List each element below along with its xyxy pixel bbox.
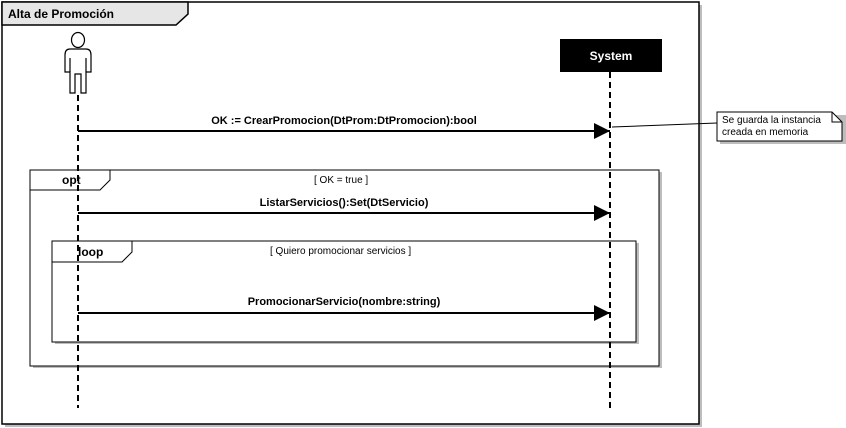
note-line-1: Se guarda la instancia bbox=[722, 115, 821, 126]
note: Se guarda la instancia creada en memoria bbox=[611, 111, 846, 144]
opt-operator: opt bbox=[62, 173, 81, 187]
actor-icon bbox=[64, 31, 92, 94]
loop-operator: loop bbox=[78, 245, 103, 259]
loop-guard: [ Quiero promocionar servicios ] bbox=[270, 246, 411, 257]
note-connector bbox=[611, 122, 718, 128]
message-1: OK := CrearPromocion(DtProm:DtPromocion)… bbox=[78, 115, 610, 139]
message-1-label: OK := CrearPromocion(DtProm:DtPromocion)… bbox=[211, 115, 477, 127]
note-line-2: creada en memoria bbox=[722, 127, 809, 138]
message-2: ListarServicios():Set(DtServicio) bbox=[78, 197, 610, 221]
opt-guard: [ OK = true ] bbox=[314, 175, 368, 186]
message-2-label: ListarServicios():Set(DtServicio) bbox=[260, 197, 429, 209]
system-label: System bbox=[590, 49, 633, 63]
frame-title: Alta de Promoción bbox=[8, 7, 114, 21]
message-3: PromocionarServicio(nombre:string) bbox=[78, 296, 610, 321]
loop-fragment: loop [ Quiero promocionar servicios ] bbox=[51, 240, 639, 344]
frame-title-tab bbox=[1, 1, 189, 26]
message-3-label: PromocionarServicio(nombre:string) bbox=[248, 296, 441, 308]
opt-tab bbox=[29, 169, 111, 191]
system-participant: System bbox=[560, 39, 662, 72]
loop-tab bbox=[51, 240, 133, 263]
